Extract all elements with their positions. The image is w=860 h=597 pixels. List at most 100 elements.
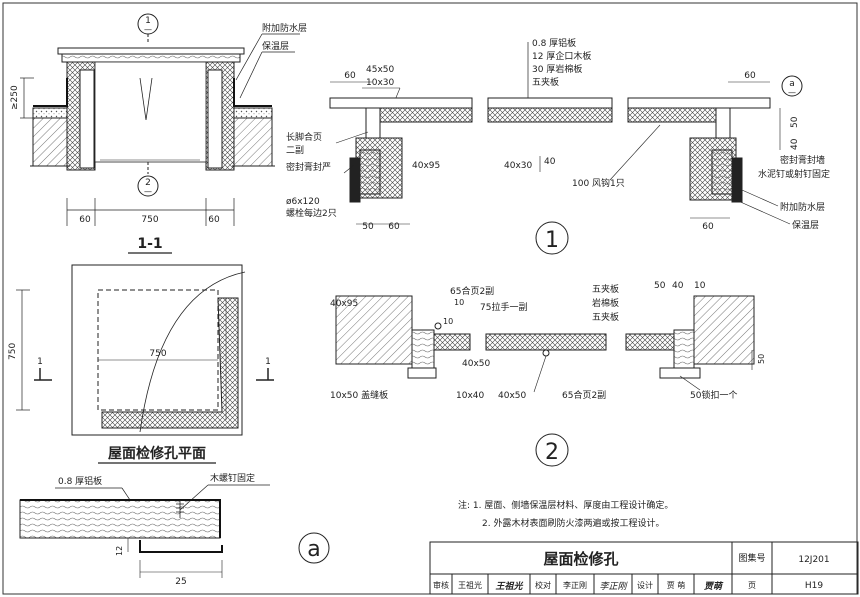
plan-inner bbox=[97, 289, 219, 411]
section-label-insulation: 保温层 bbox=[262, 40, 289, 52]
detail-2-dim-50: 50 bbox=[654, 281, 666, 291]
detail-1-number-label: 1 bbox=[545, 228, 559, 253]
detail-a-label-al: 0.8 厚铝板 bbox=[58, 475, 102, 487]
detail-1-number bbox=[535, 221, 569, 255]
detail-1-label-nail: 水泥钉或射钉固定 bbox=[758, 168, 830, 180]
detail-1-label-hook: 100 风钩1只 bbox=[572, 177, 625, 189]
title-block-design-name: 贾 萌 bbox=[667, 580, 686, 590]
title-block-atlas-no: 12J201 bbox=[798, 555, 829, 565]
detail-1-dim-60-left: 60 bbox=[344, 71, 356, 81]
section-cover-plate bbox=[57, 47, 245, 55]
detail-2: 40x95 65合页2副 75拉手一副 10 10 五夹板 岩棉板 五夹板 50… bbox=[330, 281, 766, 467]
detail-1-dim-60-right: 60 bbox=[744, 71, 756, 81]
detail-1-dim-40x95: 40x95 bbox=[412, 161, 440, 171]
section-dim-height: ≥250 bbox=[10, 85, 20, 110]
detail-2-label-rockwool: 岩棉板 bbox=[592, 297, 619, 309]
detail-1-label-seal-wall: 密封膏封墙 bbox=[780, 154, 825, 166]
detail-1-label-insulation: 保温层 bbox=[792, 219, 819, 231]
section-label-waterproof: 附加防水层 bbox=[262, 22, 307, 34]
detail-1-marker-a bbox=[781, 75, 803, 97]
title-block-design-label: 设计 bbox=[637, 580, 653, 590]
plan-outer bbox=[71, 264, 243, 436]
plan-cut-left: 1 bbox=[37, 357, 43, 367]
section-marker-bottom bbox=[137, 175, 159, 197]
detail-2-label-ply2: 五夹板 bbox=[592, 311, 619, 323]
detail-2-dim-40: 40 bbox=[672, 281, 684, 291]
detail-1-label-hinge2: 二副 bbox=[286, 145, 304, 156]
section-dim-mid: 750 bbox=[141, 215, 158, 225]
title-block-check-signature: 李正刚 bbox=[599, 581, 628, 592]
section-caption: 1-1 bbox=[137, 236, 162, 252]
detail-1-dim-60-bottom: 60 bbox=[388, 222, 400, 232]
detail-2-dim-10-right: 10 bbox=[694, 281, 706, 291]
detail-2-label-hinge65b: 65合页2副 bbox=[562, 389, 606, 401]
section-marker-bottom-sub: — bbox=[144, 187, 152, 196]
title-block-check-name: 李正刚 bbox=[563, 580, 587, 590]
detail-2-label-lock: 50锁扣一个 bbox=[690, 389, 737, 401]
plan-dim-inner: 750 bbox=[149, 349, 166, 359]
detail-1: 0.8 厚铝板 12 厚企口木板 30 厚岩棉板 五夹板 45x50 10x30… bbox=[286, 37, 830, 255]
detail-1-label-rockwool: 30 厚岩棉板 bbox=[532, 63, 582, 75]
title-block-review-label: 审核 bbox=[433, 580, 449, 590]
detail-2-label-hinge65: 65合页2副 bbox=[450, 285, 494, 297]
title-block-title: 屋面检修孔 bbox=[543, 550, 618, 568]
detail-1-label-ply: 五夹板 bbox=[532, 76, 559, 88]
section-marker-top-label: 1 bbox=[145, 16, 151, 26]
detail-1-label-waterproof: 附加防水层 bbox=[780, 201, 825, 213]
detail-a-dim-25: 25 bbox=[175, 577, 186, 587]
detail-1-dim-50-bottom: 50 bbox=[362, 222, 374, 232]
detail-a-dim-12: 12 bbox=[115, 546, 124, 556]
detail-2-dim-10x40: 10x40 bbox=[456, 391, 485, 401]
section-marker-bottom-label: 2 bbox=[145, 178, 151, 188]
title-block-design-signature: 贾萌 bbox=[704, 581, 724, 592]
title-block-review-name: 王祖光 bbox=[458, 580, 482, 590]
detail-2-label-cover: 10x50 盖缝板 bbox=[330, 389, 388, 401]
section-dim-right: 60 bbox=[208, 215, 220, 225]
detail-1-label-al: 0.8 厚铝板 bbox=[532, 37, 576, 49]
section-1-1: 1 — 附加防水层 保温层 ≥2 bbox=[10, 13, 307, 254]
detail-1-dim-10x30: 10x30 bbox=[366, 78, 395, 88]
plan-caption: 屋面检修孔平面 bbox=[108, 445, 206, 462]
detail-1-dim-40x30: 40x30 bbox=[504, 161, 533, 171]
detail-1-dim-40: 40 bbox=[544, 157, 556, 167]
detail-2-dim-50-side: 50 bbox=[757, 354, 766, 364]
detail-a-label-screw: 木螺钉固定 bbox=[210, 472, 255, 484]
detail-a-wood bbox=[19, 499, 221, 539]
plan-view: 750 750 1 1 屋面检修孔平面 bbox=[8, 264, 274, 464]
detail-2-label-handle: 75拉手一副 bbox=[480, 301, 527, 313]
detail-1-marker-a-label: a bbox=[789, 79, 795, 89]
detail-1-dim-50: 50 bbox=[790, 116, 800, 128]
detail-a-marker bbox=[298, 532, 330, 564]
section-dim-left: 60 bbox=[79, 215, 91, 225]
detail-2-number bbox=[535, 433, 569, 467]
detail-1-label-seal: 密封膏封严 bbox=[286, 161, 331, 173]
detail-1-label-bolt2: 螺栓每边2只 bbox=[286, 207, 337, 219]
title-block-page-label: 页 bbox=[748, 581, 756, 590]
title-block: 屋面检修孔 图集号 12J201 审核 王祖光 王祖光 校对 李正刚 李正刚 设… bbox=[429, 541, 859, 595]
detail-1-label-bolt: ø6x120 bbox=[286, 197, 320, 207]
detail-1-dim-45x50: 45x50 bbox=[366, 65, 395, 75]
detail-1-dim-40-right: 40 bbox=[790, 138, 800, 150]
detail-2-dim-10b: 10 bbox=[443, 317, 453, 326]
title-block-check-label: 校对 bbox=[535, 580, 551, 590]
detail-2-dim-40x50-b: 40x50 bbox=[498, 391, 527, 401]
section-marker-top-sub: — bbox=[144, 25, 152, 34]
note-line-2: 2. 外露木材表面刷防火漆两遍或按工程设计。 bbox=[482, 517, 664, 529]
title-block-page-no: H19 bbox=[805, 581, 823, 591]
detail-2-label-ply: 五夹板 bbox=[592, 283, 619, 295]
detail-a-marker-label: a bbox=[307, 537, 320, 562]
detail-1-dim-60-right-bottom: 60 bbox=[702, 222, 714, 232]
detail-2-dim-40x50: 40x50 bbox=[462, 359, 491, 369]
detail-2-number-label: 2 bbox=[545, 440, 559, 465]
detail-1-marker-a-sub: — bbox=[788, 88, 796, 97]
detail-1-label-hinge: 长脚合页 bbox=[286, 131, 322, 143]
detail-a: 0.8 厚铝板 木螺钉固定 12 25 a bbox=[19, 472, 330, 587]
detail-1-label-wood: 12 厚企口木板 bbox=[532, 50, 591, 62]
title-block-atlas-label: 图集号 bbox=[738, 552, 765, 564]
detail-2-dim-10: 10 bbox=[454, 298, 464, 307]
title-block-review-signature: 王祖光 bbox=[495, 581, 523, 592]
note-line-1: 注: 1. 屋面、侧墙保温层材料、厚度由工程设计确定。 bbox=[458, 499, 673, 511]
plan-dim-side: 750 bbox=[8, 343, 18, 360]
